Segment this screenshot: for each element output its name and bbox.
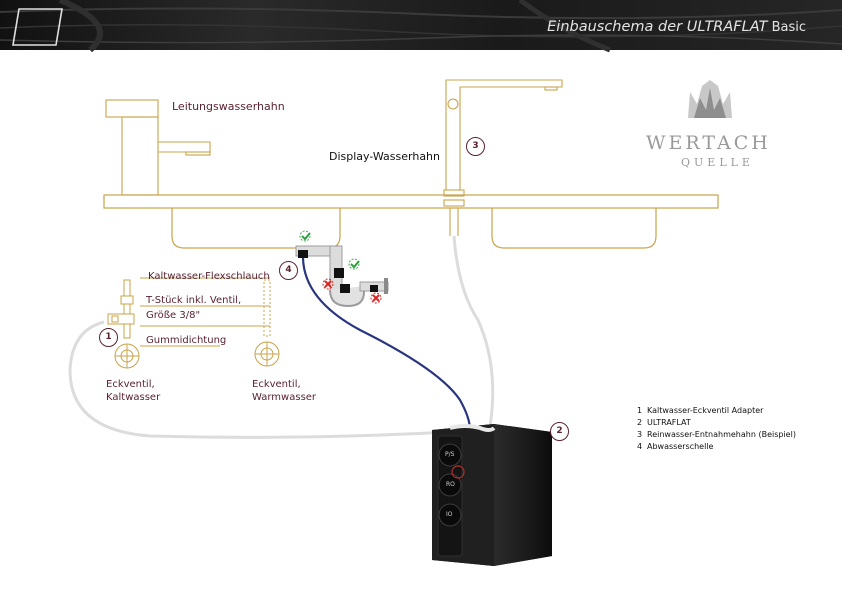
label-tap-right: Display-Wasserhahn [329,150,441,163]
port-label-2: RO [446,481,455,488]
label-angle-cold-1: Eckventil, [106,379,155,390]
label-angle-warm-2: Warmwasser [252,392,317,403]
badge-1: 1 [99,328,118,347]
ultraflat-device [432,424,552,566]
badge-2: 2 [550,422,569,441]
label-flexhose: Kaltwasser-Flexschlauch [148,271,270,282]
label-angle-warm-1: Eckventil, [252,379,301,390]
label-tpiece-2: Größe 3/8" [146,310,201,321]
sink-left [171,208,341,249]
logo-sub: QUELLE [681,156,754,169]
cross-icon [322,278,382,304]
tap-left [105,99,211,196]
logo-name: WERTACH [646,132,771,154]
label-gasket: Gummidichtung [146,335,227,346]
port-label-1: P/S [445,451,455,458]
logo-crown-icon [688,80,732,118]
countertop [103,194,719,209]
badge-3: 3 [466,137,485,156]
badge-4: 4 [279,261,298,280]
header-band [0,0,842,53]
label-angle-cold-2: Kaltwasser [106,392,161,403]
port-label-3: IO [446,511,453,518]
tap-right [443,79,563,236]
header-title: Einbauschema der ULTRAFLAT Basic [547,19,806,35]
angle-valve-cold [107,277,270,369]
check-icon [299,230,360,270]
angle-valve-warm [254,279,280,367]
label-tpiece-1: T-Stück inkl. Ventil, [146,295,242,306]
label-tap-left: Leitungswasserhahn [172,100,285,113]
sink-right [491,208,657,249]
drain-siphon [295,245,389,308]
blue-drain-hose [301,257,472,431]
header-square-icon [12,8,63,46]
